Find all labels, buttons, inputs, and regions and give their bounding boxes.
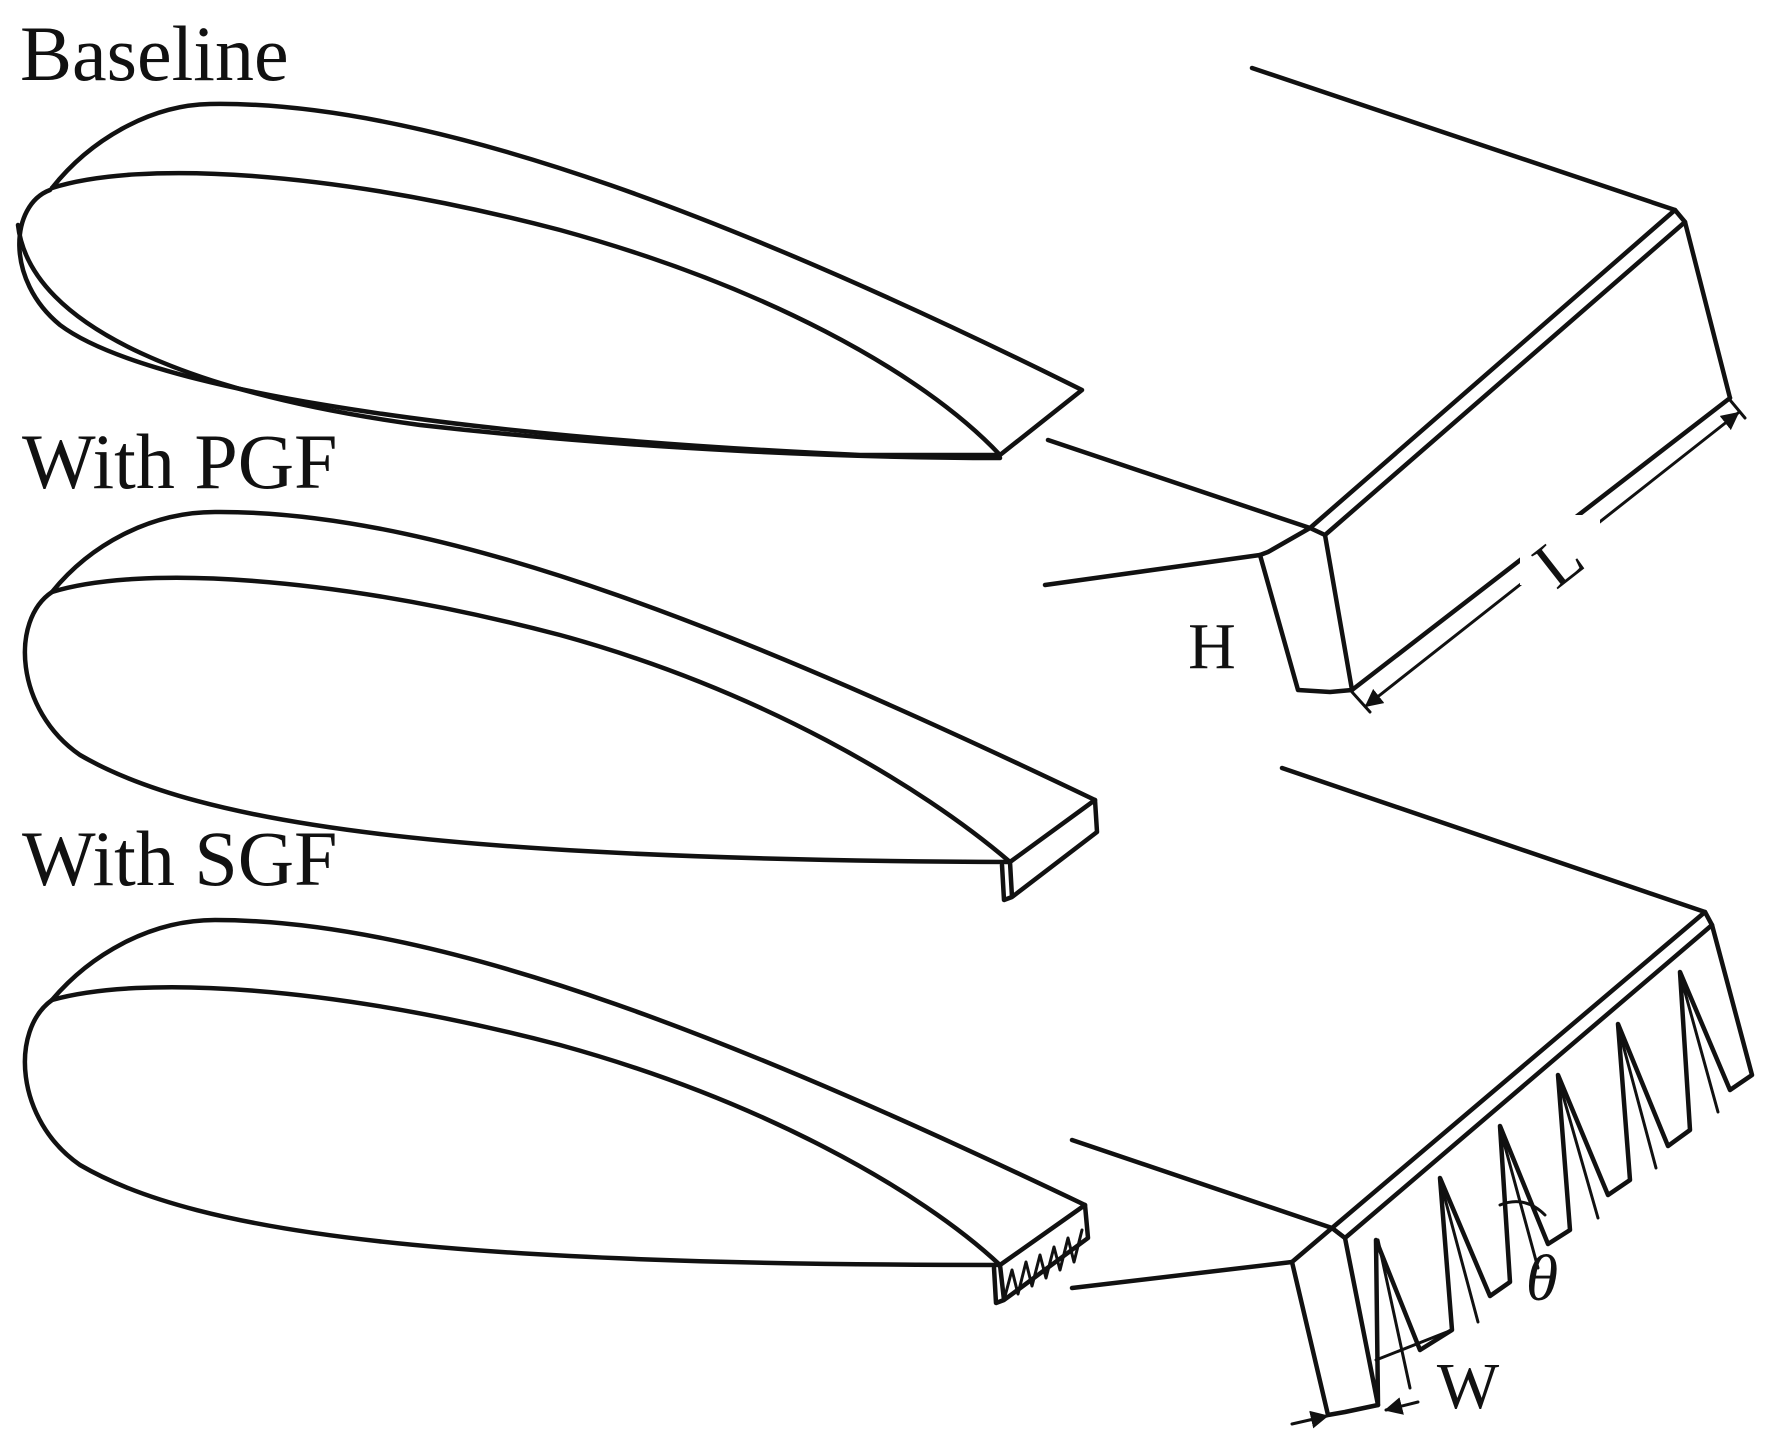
airfoil-sgf-top-near	[49, 984, 1003, 1268]
airfoil-pgf-bottom	[22, 589, 1013, 865]
dimension-w-arrow-right	[1384, 1397, 1420, 1415]
label-baseline: Baseline	[20, 10, 289, 97]
airfoil-pgf-top-near	[49, 575, 1013, 865]
airfoil-sgf-top-far	[49, 917, 1088, 1208]
airfoil-sgf-serrations	[1002, 1228, 1084, 1302]
airfoil-baseline-top-near	[49, 170, 1003, 458]
sgf-detail-base-lines	[1374, 1073, 1754, 1362]
sgf-detail-serration-shading	[1376, 972, 1720, 1390]
pgf-detail-plate-face	[1322, 219, 1733, 693]
airfoil-sgf-flap	[991, 1202, 1091, 1306]
airfoil-baseline	[15, 101, 1085, 461]
pgf-detail-top-far	[1249, 65, 1678, 213]
dimension-h-label: H	[1188, 610, 1236, 683]
airfoil-pgf-flap	[999, 797, 1100, 903]
airfoil-baseline-top-far	[49, 101, 1085, 458]
sgf-detail-inner-edge	[1289, 1225, 1348, 1265]
dimension-l-ticks	[1350, 398, 1747, 714]
pgf-detail-inner-edge	[1257, 525, 1313, 558]
pgf-detail-lower	[1042, 552, 1355, 695]
pgf-detail-top-near	[1045, 437, 1313, 531]
dimension-l-mask	[1520, 515, 1600, 585]
airfoil-baseline-bottom	[15, 222, 1003, 461]
dimension-w-arrow-left	[1290, 1410, 1329, 1429]
airfoil-pgf	[22, 509, 1100, 903]
angle-theta-arc	[1498, 1200, 1547, 1217]
sgf-detail-top-near	[1069, 1137, 1335, 1231]
sgf-detail-top-far	[1279, 765, 1708, 915]
pgf-detail: L H	[1042, 65, 1747, 714]
label-with-sgf: With SGF	[22, 815, 337, 902]
label-with-pgf: With PGF	[22, 418, 337, 505]
dimension-w-label: W	[1437, 1350, 1500, 1423]
sgf-detail-lower	[1069, 1259, 1381, 1418]
airfoil-baseline-outline	[17, 187, 1003, 458]
airfoil-pgf-top-far	[49, 509, 1098, 803]
airfoil-sgf-bottom	[22, 997, 1003, 1268]
angle-theta-label: θ	[1526, 1242, 1558, 1315]
airfoil-sgf	[22, 917, 1091, 1306]
sgf-detail: θ W	[1069, 765, 1755, 1429]
pgf-detail-plate-top	[1307, 207, 1688, 538]
sgf-detail-plate-top	[1329, 909, 1715, 1241]
